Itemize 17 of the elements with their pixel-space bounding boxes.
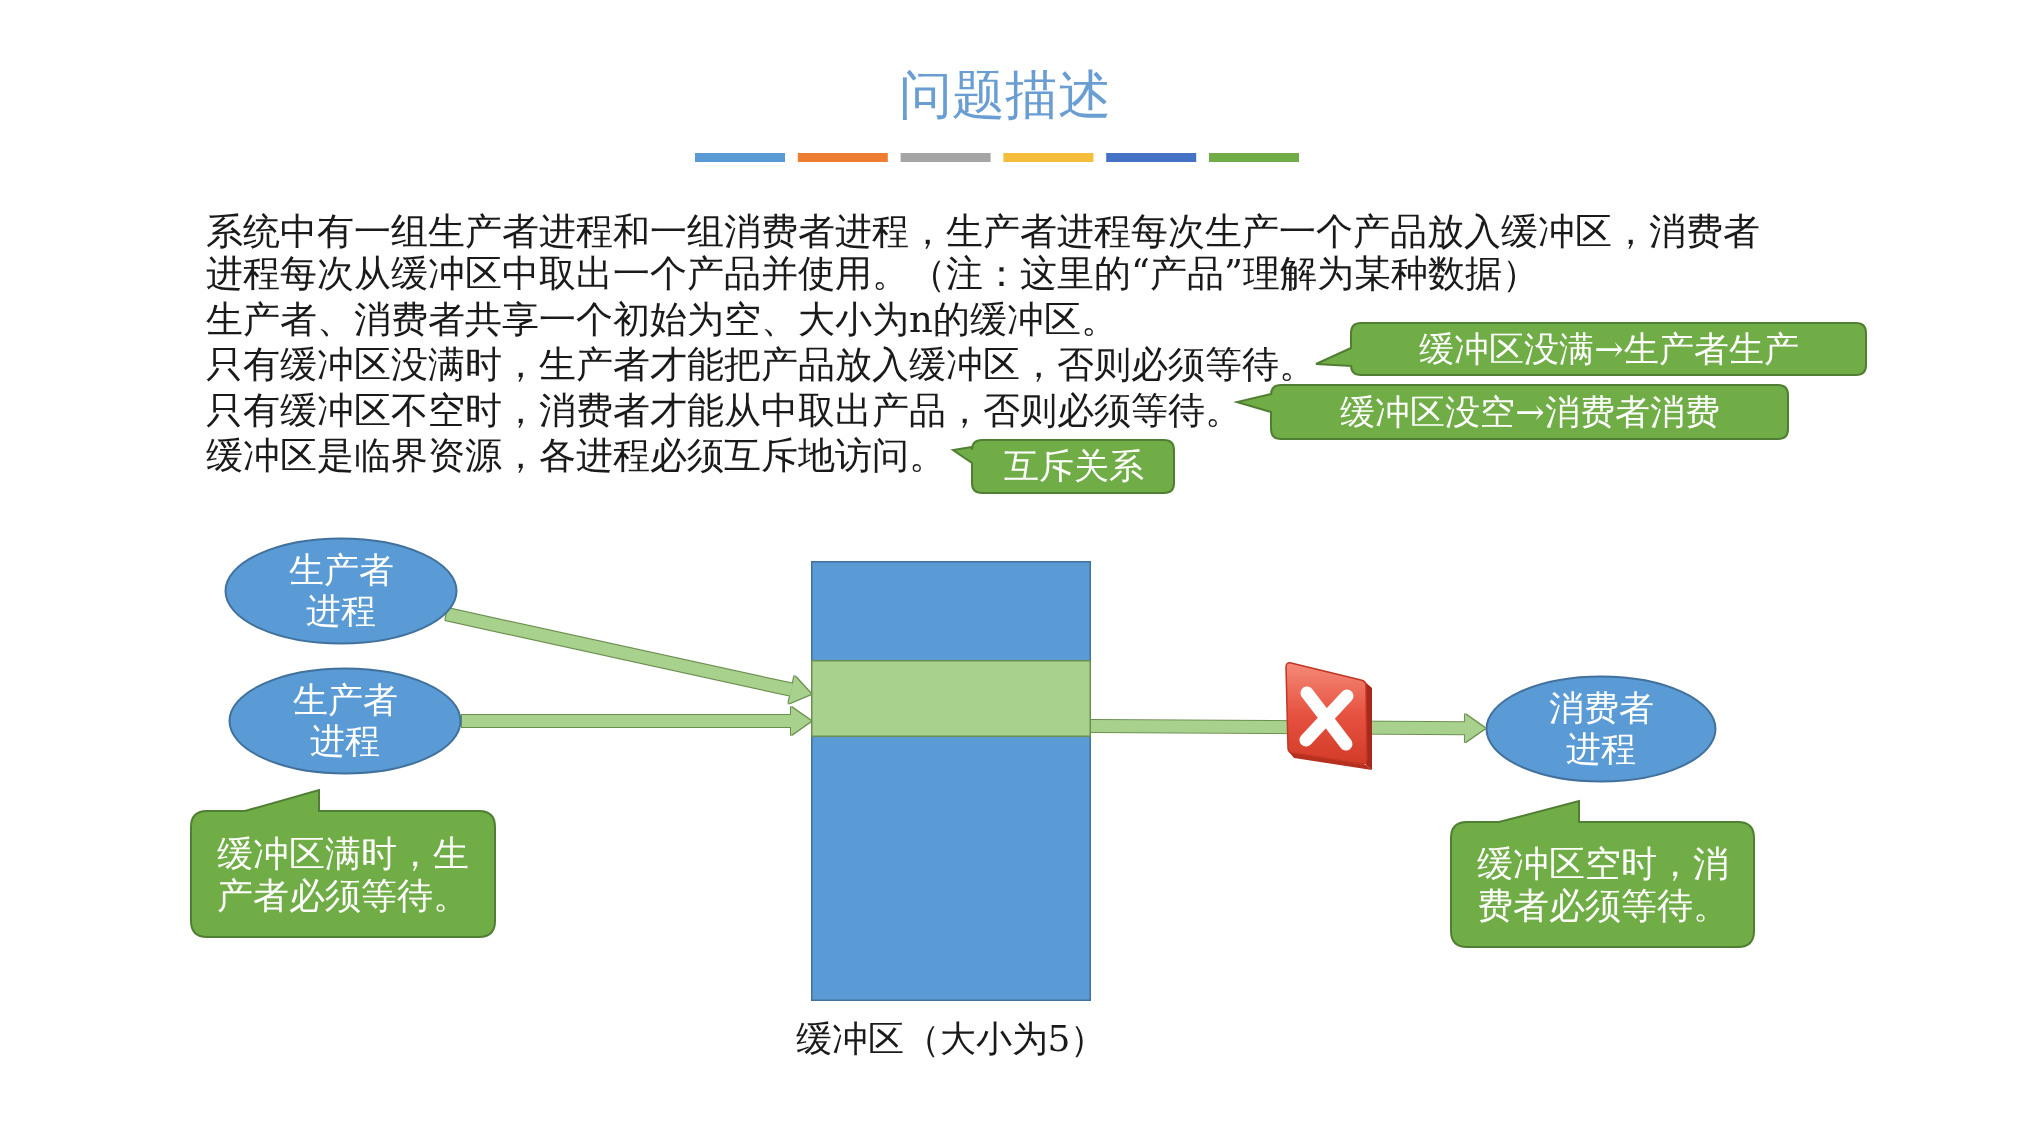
callout-bubble: 缓冲区空时，消费者必须等待。 [1450,800,1755,948]
callout-bubble: 互斥关系 [952,439,1175,494]
process-ellipse: 消费者进程 [1485,675,1717,783]
node-label: 缓冲区（大小为5） [795,1017,1107,1061]
body-text: 缓冲区是临界资源，各进程必须互斥地访问。 [206,435,946,477]
process-ellipse: 生产者进程 [228,667,462,775]
body-text: 只有缓冲区没满时，生产者才能把产品放入缓冲区，否则必须等待。 [206,344,1316,386]
callout-bubble: 缓冲区满时，生产者必须等待。 [190,789,496,938]
process-ellipse: 生产者进程 [224,537,458,645]
body-text: 系统中有一组生产者进程和一组消费者进程，生产者进程每次生产一个产品放入缓冲区，消费者进程每次从缓冲区中取出一个产品并使用。（注：这里的“产品”理解为某种数据） [206,211,1761,295]
buffer-box [811,561,1091,1001]
slot-bar [811,660,1091,737]
title: 问题描述 [899,63,1111,127]
arrow [462,707,811,735]
callout-bubble: 缓冲区没空→消费者消费 [1236,384,1789,440]
callout-bubble: 缓冲区没满→生产者生产 [1315,322,1867,376]
body-text: 生产者、消费者共享一个初始为空、大小为n的缓冲区。 [206,299,1118,341]
